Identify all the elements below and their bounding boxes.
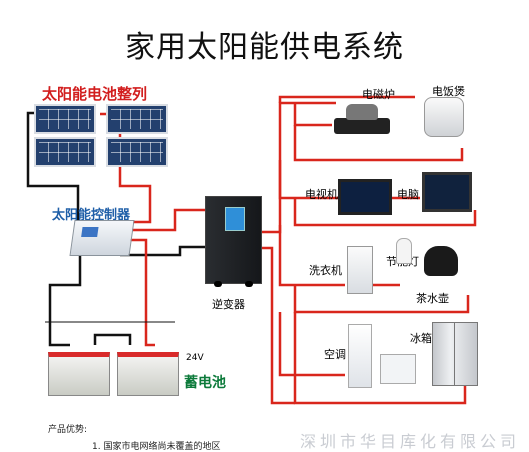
- rice-cooker-icon: [424, 97, 464, 137]
- advantages-heading: 产品优势:: [48, 425, 88, 435]
- air-conditioner-label: 空调: [324, 348, 346, 361]
- solar-panel-4: [106, 137, 168, 167]
- wire-inverter-low: [262, 246, 295, 405]
- wire-fridge: [293, 312, 467, 405]
- wire-inverter-output: [262, 101, 336, 234]
- controller-label: 太阳能控制器: [52, 208, 131, 223]
- induction-cooker-icon: [334, 102, 390, 134]
- wire-solar-black: [26, 111, 80, 222]
- battery-1: [48, 352, 110, 396]
- inverter-device: [205, 196, 262, 287]
- page-title: 家用太阳能供电系统: [125, 30, 404, 65]
- wire-bus-3: [293, 198, 477, 227]
- wire-ac: [278, 312, 345, 377]
- battery-voltage: 24V: [186, 353, 204, 363]
- solar-panel-1: [34, 104, 96, 134]
- fridge-icon: [432, 322, 478, 386]
- wire-bus-2: [293, 125, 464, 162]
- wire-washer: [278, 225, 345, 287]
- advantages-item-1: 1. 国家市电网络尚未覆盖的地区: [92, 442, 221, 452]
- air-conditioner-indoor-icon: [348, 324, 372, 388]
- tv-icon: [338, 179, 392, 215]
- induction-cooker-label: 电磁炉: [362, 88, 395, 101]
- wire-inverter-black: [120, 245, 205, 257]
- watermark-text: 深圳市华目库化有限公司: [300, 432, 521, 451]
- battery-2: [117, 352, 179, 396]
- kettle-icon: [424, 246, 458, 276]
- washing-machine-icon: [347, 246, 373, 294]
- wire-tv: [278, 160, 338, 200]
- wire-battery-link-black: [93, 333, 132, 345]
- wire-rice-cooker: [278, 95, 415, 103]
- inverter-label: 逆变器: [212, 298, 245, 311]
- controller-device: [69, 220, 135, 256]
- kettle-label: 茶水壶: [416, 292, 449, 305]
- fridge-label: 冰箱: [410, 332, 432, 345]
- battery-label: 蓄电池: [184, 375, 226, 391]
- wire-stove: [293, 103, 332, 127]
- wire-kettle: [293, 285, 470, 314]
- solar-panel-3: [34, 137, 96, 167]
- computer-icon: [422, 172, 472, 212]
- washing-machine-label: 洗衣机: [309, 264, 342, 277]
- computer-label: 电脑: [397, 188, 419, 201]
- tv-label: 电视机: [305, 188, 338, 201]
- air-conditioner-outdoor-icon: [380, 354, 416, 384]
- rice-cooker-label: 电饭煲: [432, 85, 465, 98]
- wire-controller-inverter-red: [128, 208, 205, 232]
- solar-array-label: 太阳能电池整列: [42, 85, 148, 103]
- energy-lamp-icon: [396, 238, 412, 264]
- wire-controller-battery-red: [128, 238, 155, 347]
- wire-controller-battery-black: [48, 248, 82, 347]
- solar-panel-2: [106, 104, 168, 134]
